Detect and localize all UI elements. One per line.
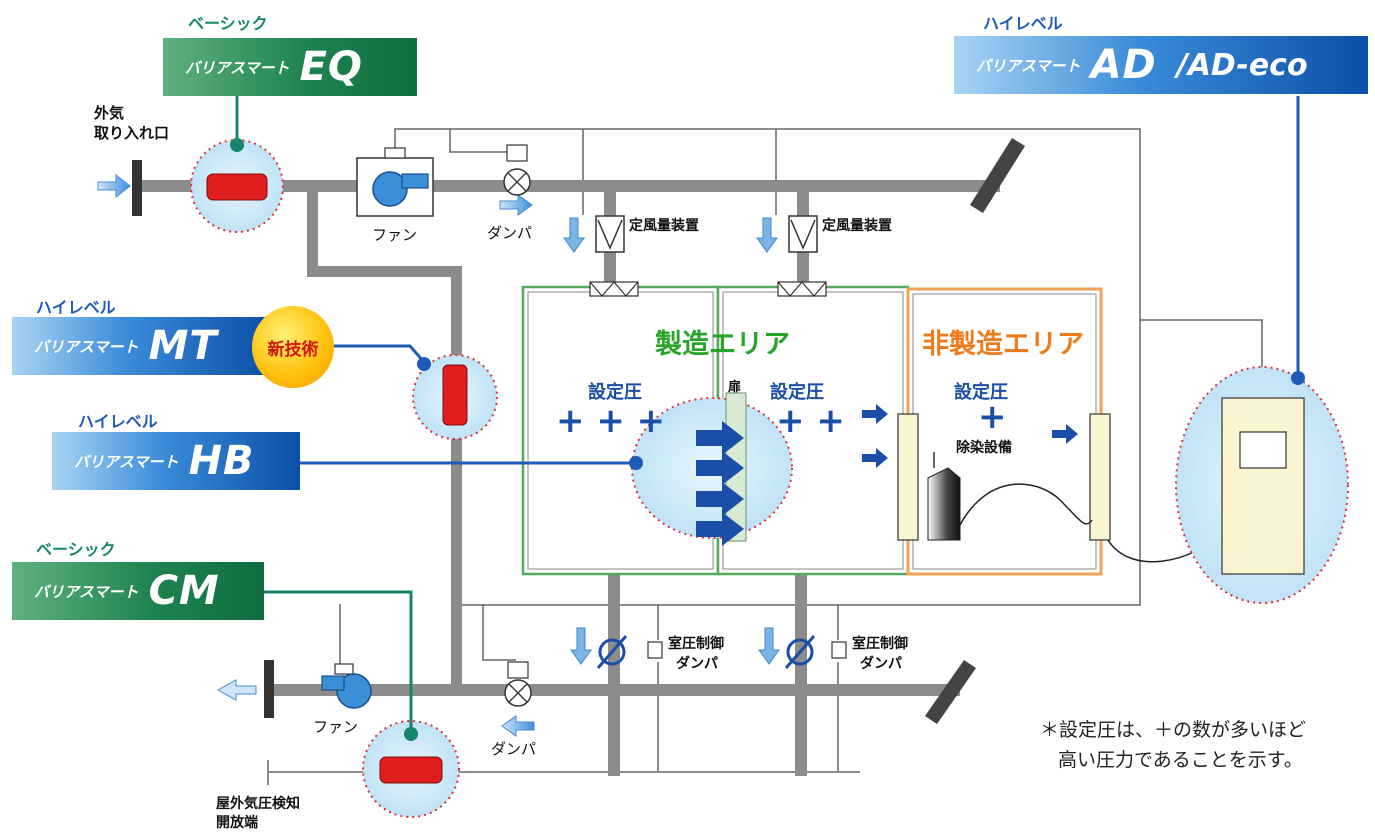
cm-prefix: バリアスマート [34, 582, 139, 601]
room-damper-icons [596, 635, 816, 669]
damper-box-icon [831, 641, 847, 659]
fan-bottom-label: ファン [313, 718, 359, 736]
non-manufacturing-area-title: 非製造エリア [922, 329, 1084, 360]
filter-unit-icon [897, 413, 919, 541]
eq-model: EQ [299, 44, 363, 90]
eq-banner: バリアスマート EQ [163, 38, 417, 96]
hb-tier-label: ハイレベル [78, 412, 158, 431]
exhaust-arrow-icon [216, 679, 257, 701]
airflow-arrows-icon [696, 421, 744, 546]
mt-model: MT [148, 323, 218, 369]
room-damper-2-label-line1: 室圧制御 [852, 636, 908, 652]
eq-prefix: バリアスマート [185, 58, 290, 77]
damper-top-label: ダンパ [487, 224, 533, 242]
cm-sensor-icon [379, 756, 443, 784]
eq-tier-label: ベーシック [188, 14, 268, 33]
room-flow-arrows-icon [862, 404, 1078, 468]
fan-bottom-icon [321, 663, 372, 709]
ad-banner: バリアスマート AD /AD-eco [954, 36, 1368, 94]
ad-panel-icon [1221, 397, 1305, 575]
pressure-note-line2: 高い圧力であることを示す。 [1058, 749, 1303, 771]
mt-sensor-icon [442, 364, 468, 426]
connector-dots [230, 138, 1305, 741]
intake-arrow-icon [97, 173, 131, 199]
room1-pressure-plus: + + + [556, 401, 666, 441]
outdoor-sensor-label-line1: 屋外気圧検知 [216, 796, 300, 812]
ad-model: AD [1090, 42, 1157, 88]
fan-top-label: ファン [372, 226, 418, 244]
pressure-note-line1: ＊設定圧は、＋の数が多いほど [1040, 719, 1307, 741]
filter-unit-icon [1089, 413, 1111, 541]
damper-flow-arrow-icon [499, 194, 533, 216]
room2-pressure-label: 設定圧 [770, 382, 824, 403]
door-label: 扉 [728, 380, 742, 395]
manufacturing-area-title: 製造エリア [655, 329, 790, 360]
new-tech-badge: 新技術 [252, 306, 334, 388]
down-arrow-icons [563, 217, 780, 665]
room-damper-1-label-line1: 室圧制御 [668, 636, 724, 652]
ad-model-suffix: /AD-eco [1176, 47, 1308, 83]
mt-tier-label: ハイレベル [36, 298, 116, 317]
damper-box-icon [647, 641, 663, 659]
cm-tier-label: ベーシック [36, 540, 116, 559]
damper-flow-arrow-icon [501, 715, 535, 737]
connector-lines [235, 96, 1300, 732]
damper-bottom-label: ダンパ [491, 740, 537, 758]
ducts [140, 180, 1000, 776]
room3-pressure-label: 設定圧 [954, 382, 1008, 403]
diffuser-icon [589, 281, 639, 297]
room3-pressure-plus: + [978, 397, 1007, 437]
hb-prefix: バリアスマート [74, 452, 179, 471]
outside-air-label-line1: 外気 [94, 104, 125, 122]
outside-air-label-line2: 取り入れ口 [94, 124, 170, 142]
cav-2-label: 定風量装置 [822, 218, 892, 234]
eq-sensor-icon [206, 173, 268, 201]
cav-unit-icon [788, 215, 818, 253]
mt-prefix: バリアスマート [34, 337, 139, 356]
top-duct-end [970, 138, 1025, 213]
room-damper-1-label-line2: ダンパ [676, 656, 718, 672]
outdoor-sensor-label-line2: 開放端 [216, 815, 258, 831]
hb-banner: バリアスマート HB [52, 432, 300, 490]
room-damper-2-label-line2: ダンパ [860, 656, 902, 672]
ad-prefix: バリアスマート [976, 56, 1081, 75]
ad-display-icon [1239, 431, 1287, 469]
fan-top-icon [356, 147, 434, 217]
decon-machine-icon [927, 452, 1093, 541]
damper-bottom-icon [504, 661, 532, 707]
room2-pressure-plus: + + [776, 401, 845, 441]
hb-model: HB [188, 438, 255, 484]
diffuser-icon [777, 281, 827, 297]
damper-top-icon [503, 144, 531, 196]
cm-banner: バリアスマート CM [12, 562, 264, 620]
cm-model: CM [148, 568, 220, 614]
room1-pressure-label: 設定圧 [588, 382, 642, 403]
exhaust-plate [264, 660, 274, 718]
intake-plate [132, 160, 142, 216]
decon-label: 除染設備 [956, 440, 1012, 456]
cav-1-label: 定風量装置 [629, 218, 699, 234]
bottom-duct-end [925, 660, 976, 724]
ad-tier-label: ハイレベル [983, 14, 1063, 33]
mt-banner: バリアスマート MT [12, 317, 268, 375]
cav-unit-icon [595, 215, 625, 253]
